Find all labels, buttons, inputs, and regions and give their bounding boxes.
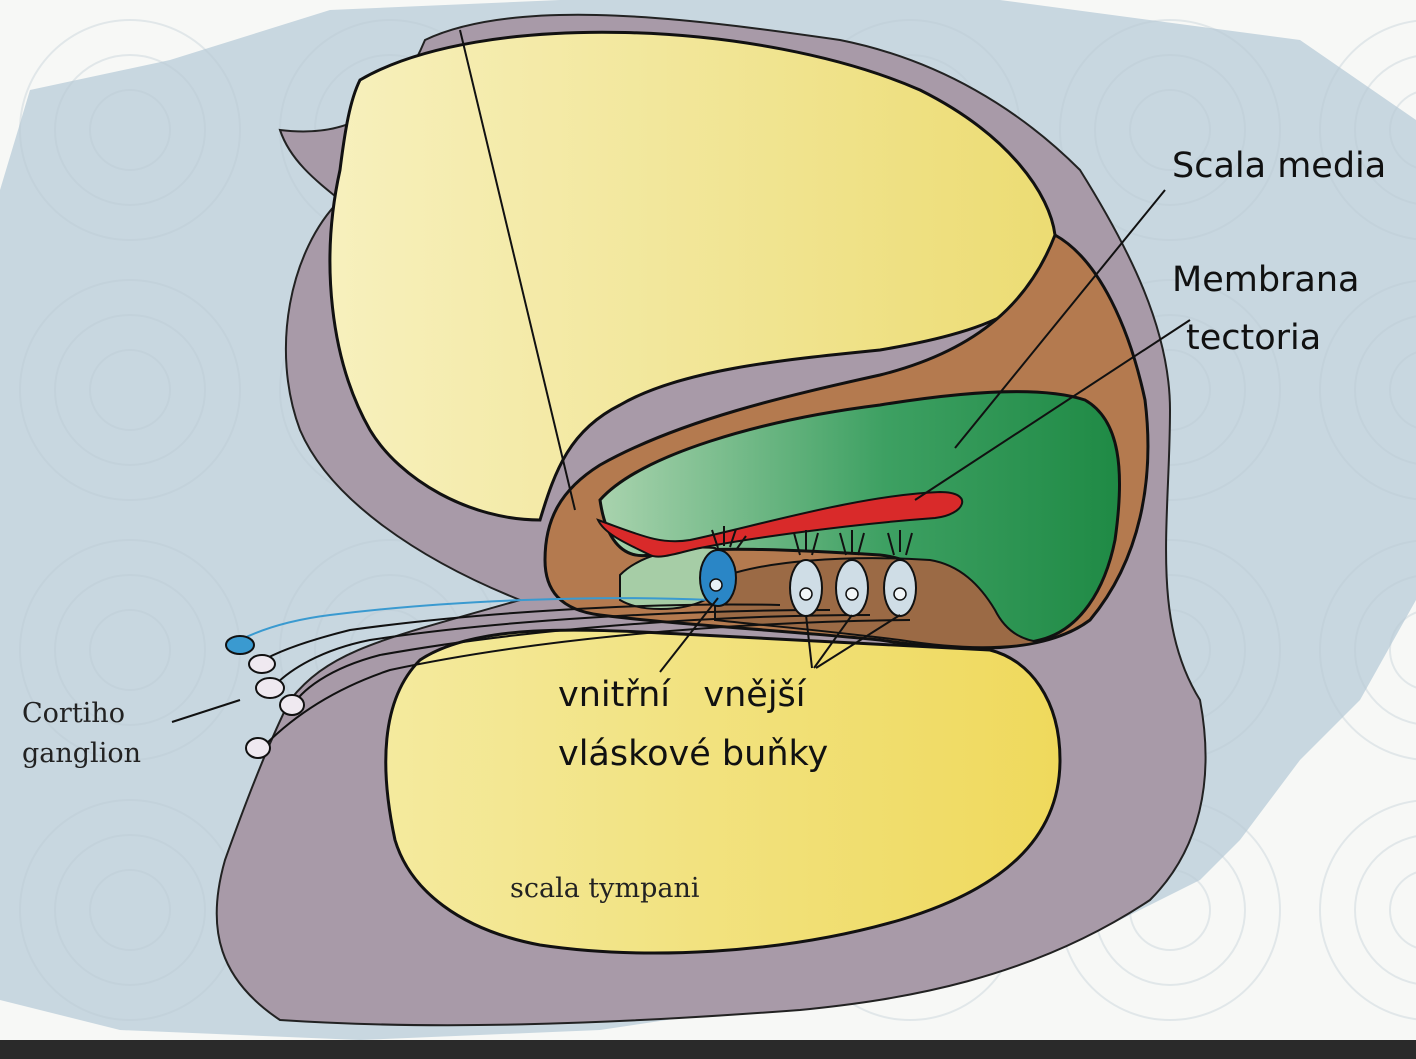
label-scala-media: Scala media [1172, 146, 1386, 186]
label-scala-tympani: scala tympani [510, 873, 700, 904]
label-ganglion-line1: Cortiho [22, 698, 125, 729]
bottom-edge [0, 1040, 1416, 1059]
label-hair-cells-line2: vláskové buňky [558, 734, 828, 774]
label-membrana-tectoria-line2: tectoria [1186, 318, 1321, 358]
label-ganglion-line2: ganglion [22, 738, 141, 769]
label-membrana-tectoria-line1: Membrana [1172, 260, 1360, 300]
label-hair-cells-line1: vnitřní vnější [558, 675, 807, 715]
